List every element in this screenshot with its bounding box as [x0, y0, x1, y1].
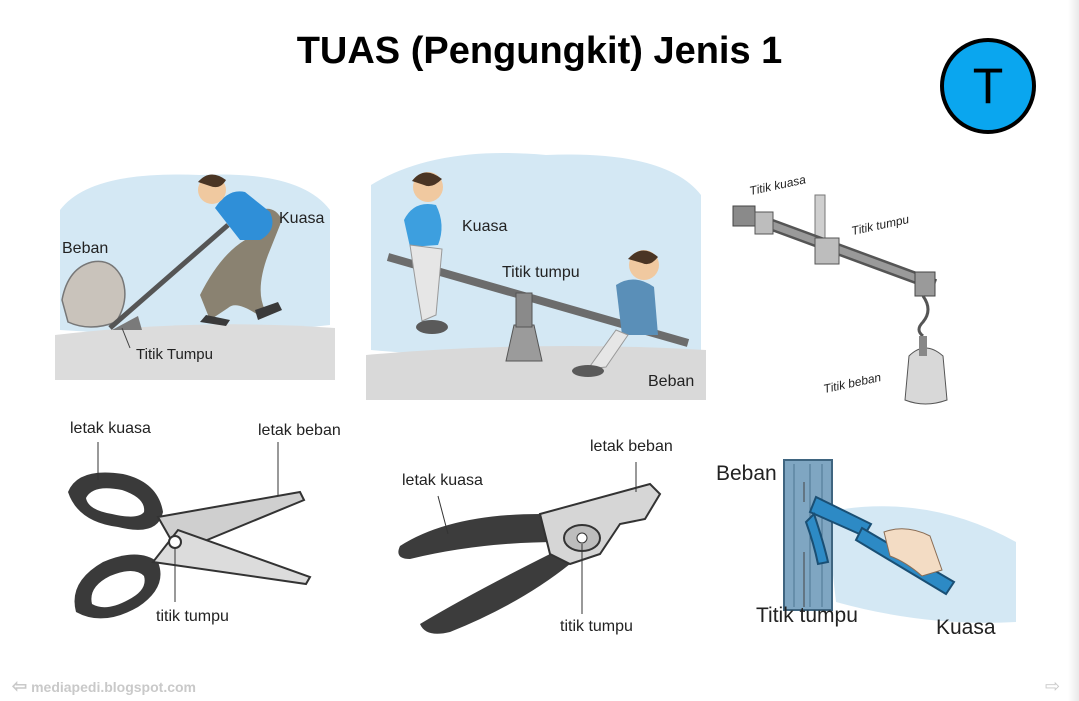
hammer-illustration — [783, 459, 1016, 623]
arrow-left-icon[interactable]: ⇦ — [12, 676, 28, 696]
seesaw-panel: Kuasa Titik tumpu Beban — [366, 145, 706, 400]
footer-credit: ⇦ mediapedi.blogspot.com — [12, 676, 196, 697]
hammer-kuasa-label: Kuasa — [936, 616, 996, 639]
crowbar-beban-label: Beban — [62, 240, 109, 257]
crowbar-illustration — [55, 174, 335, 380]
pliers-titik-tumpu-label: titik tumpu — [560, 618, 633, 635]
balance-illustration — [732, 194, 948, 405]
slide-title: TUAS (Pengungkit) Jenis 1 — [296, 30, 783, 72]
scissors-illustration — [68, 442, 312, 619]
pliers-letak-kuasa-label: letak kuasa — [402, 472, 483, 489]
slide-edge — [1068, 0, 1079, 701]
arrow-right-icon[interactable]: ⇨ — [1045, 676, 1061, 696]
scissors-letak-kuasa-label: letak kuasa — [70, 420, 151, 437]
hammer-titik-tumpu-label: Titik tumpu — [756, 604, 858, 627]
scissors-letak-beban-label: letak beban — [258, 422, 341, 439]
site-credit-text: mediapedi.blogspot.com — [31, 678, 196, 695]
crowbar-titik-tumpu-label: Titik Tumpu — [136, 346, 213, 363]
pliers-illustration — [398, 462, 662, 634]
seesaw-illustration — [366, 153, 706, 400]
crowbar-panel: Beban Kuasa Titik Tumpu — [50, 150, 340, 380]
hammer-beban-label: Beban — [716, 462, 777, 485]
letter-badge: T — [940, 38, 1036, 134]
seesaw-beban-label: Beban — [648, 373, 695, 390]
crowbar-leader-line — [121, 327, 131, 349]
balance-panel: Titik kuasa Titik tumpu Titik beban — [725, 160, 975, 415]
hammer-panel: Beban Titik tumpu Kuasa — [706, 452, 1026, 652]
pliers-panel: letak kuasa letak beban titik tumpu — [390, 434, 700, 644]
scissors-panel: letak kuasa letak beban titik tumpu — [48, 412, 368, 642]
seesaw-titik-tumpu-label: Titik tumpu — [502, 264, 580, 281]
crowbar-kuasa-label: Kuasa — [279, 210, 325, 227]
scissors-titik-tumpu-label: titik tumpu — [156, 608, 229, 625]
pliers-letak-beban-label: letak beban — [590, 438, 673, 455]
seesaw-kuasa-label: Kuasa — [462, 218, 508, 235]
